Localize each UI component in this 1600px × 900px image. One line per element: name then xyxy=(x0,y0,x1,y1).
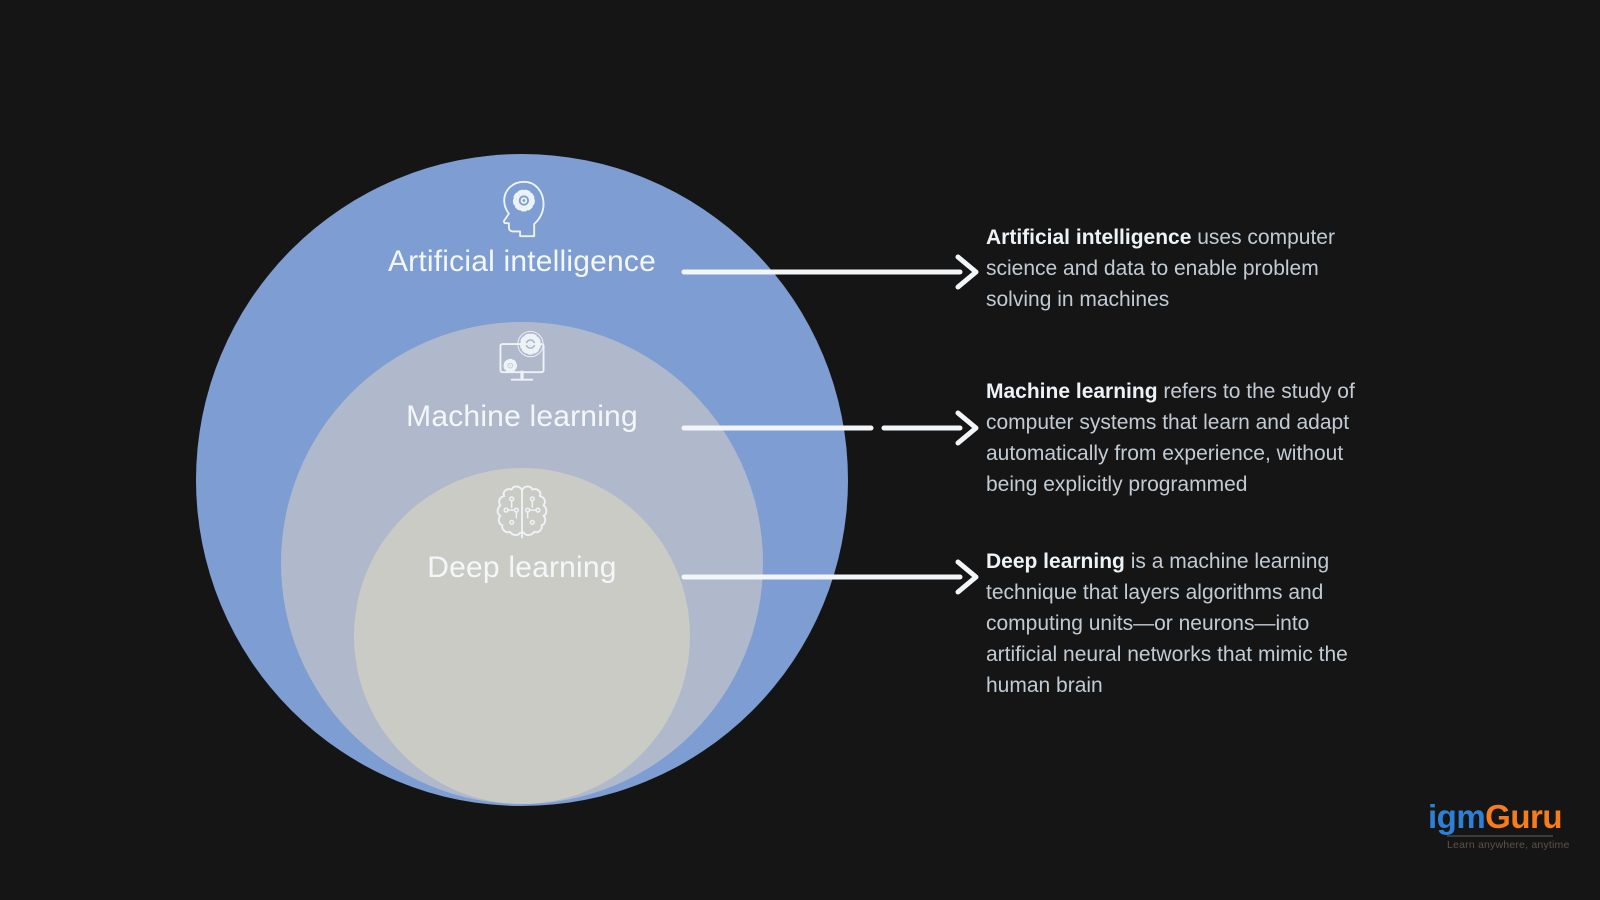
description-line: Artificial intelligence uses computer xyxy=(986,226,1335,249)
description-line: solving in machines xyxy=(986,288,1170,311)
ml-circle-label: Machine learning xyxy=(406,400,638,433)
description-line: automatically from experience, without xyxy=(986,442,1344,465)
description-line: technique that layers algorithms and xyxy=(986,581,1324,604)
description-line: computing units—or neurons—into xyxy=(986,612,1310,635)
head-with-gear-icon xyxy=(503,180,545,238)
description-line: computer systems that learn and adapt xyxy=(986,411,1350,434)
description-line: human brain xyxy=(986,674,1103,697)
dl-circle-label: Deep learning xyxy=(427,551,617,584)
description-line: Deep learning is a machine learning xyxy=(986,550,1330,573)
ai-description: Artificial intelligence uses computer sc… xyxy=(986,222,1335,315)
logo-wordmark: igmGuru xyxy=(1428,800,1570,834)
description-line: artificial neural networks that mimic th… xyxy=(986,643,1348,666)
logo-part-igm: igm xyxy=(1428,798,1486,835)
ai-circle-label: Artificial intelligence xyxy=(387,245,657,278)
ml-description: Machine learning refers to the study of … xyxy=(986,376,1355,500)
dl-description: Deep learning is a machine learning tech… xyxy=(986,546,1348,701)
description-line: being explicitly programmed xyxy=(986,473,1248,496)
logo-divider xyxy=(1447,835,1553,837)
logo-part-guru: Guru xyxy=(1485,798,1562,835)
igmguru-logo: igmGuru Learn anywhere, anytime xyxy=(1428,800,1570,852)
description-line: Machine learning refers to the study of xyxy=(986,380,1355,403)
logo-tagline: Learn anywhere, anytime xyxy=(1447,839,1570,851)
brain-icon xyxy=(496,485,548,539)
monitor-with-gears-icon xyxy=(499,330,545,381)
description-line: science and data to enable problem xyxy=(986,257,1319,280)
